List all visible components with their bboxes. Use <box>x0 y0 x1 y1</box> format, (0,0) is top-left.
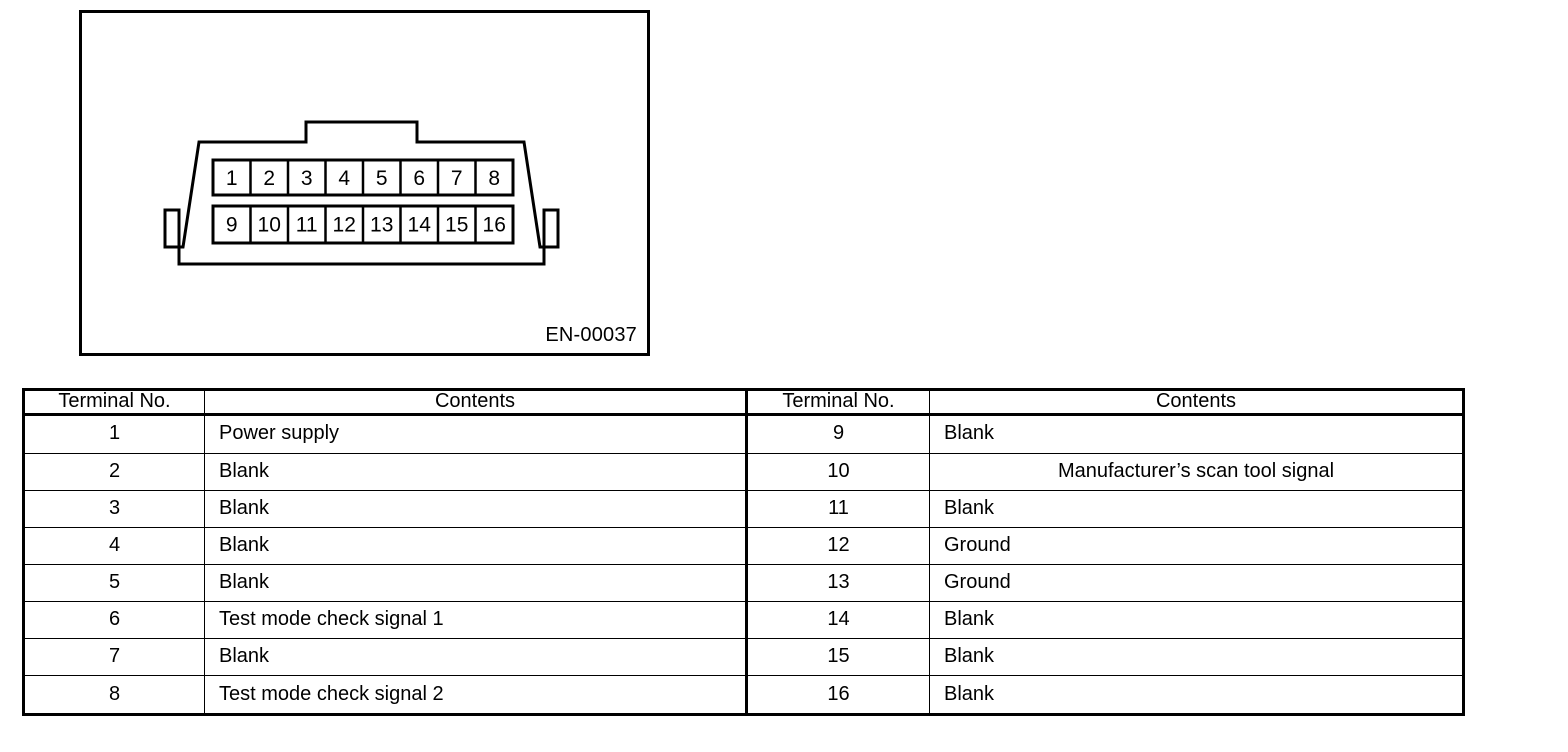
cell-contents-14: Blank <box>929 601 1464 640</box>
pin-label-10: 10 <box>258 214 281 237</box>
cell-terminal-1: 1 <box>23 414 205 454</box>
table-row: 6 Test mode check signal 1 14 Blank <box>23 601 1464 640</box>
cell-terminal-11: 11 <box>745 489 930 528</box>
table-header-row: Terminal No. Contents Terminal No. Conte… <box>23 389 1464 416</box>
pin-label-15: 15 <box>445 214 468 237</box>
cell-contents-5: Blank <box>204 563 747 603</box>
connector-body-outline <box>163 120 560 266</box>
pin-label-9: 9 <box>226 214 238 237</box>
table-row: 3 Blank 11 Blank <box>23 489 1464 528</box>
cell-contents-2: Blank <box>204 452 747 491</box>
cell-contents-9: Blank <box>929 414 1464 454</box>
pin-label-11: 11 <box>296 214 318 237</box>
cell-terminal-10: 10 <box>745 452 930 491</box>
cell-terminal-13: 13 <box>745 563 930 603</box>
table-row: 5 Blank 13 Ground <box>23 563 1464 603</box>
table-row: 4 Blank 12 Ground <box>23 526 1464 565</box>
pin-label-14: 14 <box>408 214 432 237</box>
cell-terminal-12: 12 <box>745 526 930 565</box>
cell-terminal-2: 2 <box>23 452 205 491</box>
cell-terminal-14: 14 <box>745 601 930 640</box>
table-row: 2 Blank 10 Manufacturer’s scan tool sign… <box>23 452 1464 491</box>
cell-contents-3: Blank <box>204 489 747 528</box>
connector-diagram: 1 2 3 4 5 6 7 8 9 10 11 12 13 14 15 1 <box>163 120 560 266</box>
pin-label-6: 6 <box>413 167 425 190</box>
cell-terminal-6: 6 <box>23 601 205 640</box>
table-row: 7 Blank 15 Blank <box>23 638 1464 677</box>
cell-terminal-9: 9 <box>745 414 930 454</box>
cell-contents-6: Test mode check signal 1 <box>204 601 747 640</box>
table-row: 8 Test mode check signal 2 16 Blank <box>23 675 1464 715</box>
cell-contents-16: Blank <box>929 675 1464 715</box>
pin-label-12: 12 <box>333 214 356 237</box>
header-terminal-left: Terminal No. <box>23 389 205 416</box>
pin-label-16: 16 <box>483 214 506 237</box>
pin-label-1: 1 <box>226 167 238 190</box>
cell-contents-8: Test mode check signal 2 <box>204 675 747 715</box>
pin-label-8: 8 <box>488 167 500 190</box>
pin-label-2: 2 <box>263 167 275 190</box>
cell-contents-13: Ground <box>929 563 1464 603</box>
pin-label-5: 5 <box>376 167 388 190</box>
cell-contents-10: Manufacturer’s scan tool signal <box>929 452 1464 491</box>
cell-contents-15: Blank <box>929 638 1464 677</box>
cell-contents-4: Blank <box>204 526 747 565</box>
header-contents-left: Contents <box>204 389 747 416</box>
pin-label-4: 4 <box>338 167 350 190</box>
pin-row-top: 1 2 3 4 5 6 7 8 <box>211 158 515 197</box>
cell-terminal-3: 3 <box>23 489 205 528</box>
cell-terminal-8: 8 <box>23 675 205 715</box>
cell-terminal-4: 4 <box>23 526 205 565</box>
cell-terminal-16: 16 <box>745 675 930 715</box>
cell-contents-12: Ground <box>929 526 1464 565</box>
cell-contents-11: Blank <box>929 489 1464 528</box>
connector-figure-panel: 1 2 3 4 5 6 7 8 9 10 11 12 13 14 15 1 <box>79 10 650 356</box>
pin-row-bottom: 9 10 11 12 13 14 15 16 <box>211 204 515 245</box>
cell-contents-1: Power supply <box>204 414 747 454</box>
header-terminal-right: Terminal No. <box>745 389 930 416</box>
pin-label-3: 3 <box>301 167 313 190</box>
header-contents-right: Contents <box>929 389 1464 416</box>
cell-terminal-7: 7 <box>23 638 205 677</box>
figure-reference-code: EN-00037 <box>545 324 637 346</box>
pin-label-7: 7 <box>451 167 463 190</box>
cell-terminal-15: 15 <box>745 638 930 677</box>
table-row: 1 Power supply 9 Blank <box>23 414 1464 454</box>
terminal-assignment-table: Terminal No. Contents Terminal No. Conte… <box>22 388 1465 716</box>
pin-label-13: 13 <box>370 214 393 237</box>
cell-contents-7: Blank <box>204 638 747 677</box>
cell-terminal-5: 5 <box>23 563 205 603</box>
